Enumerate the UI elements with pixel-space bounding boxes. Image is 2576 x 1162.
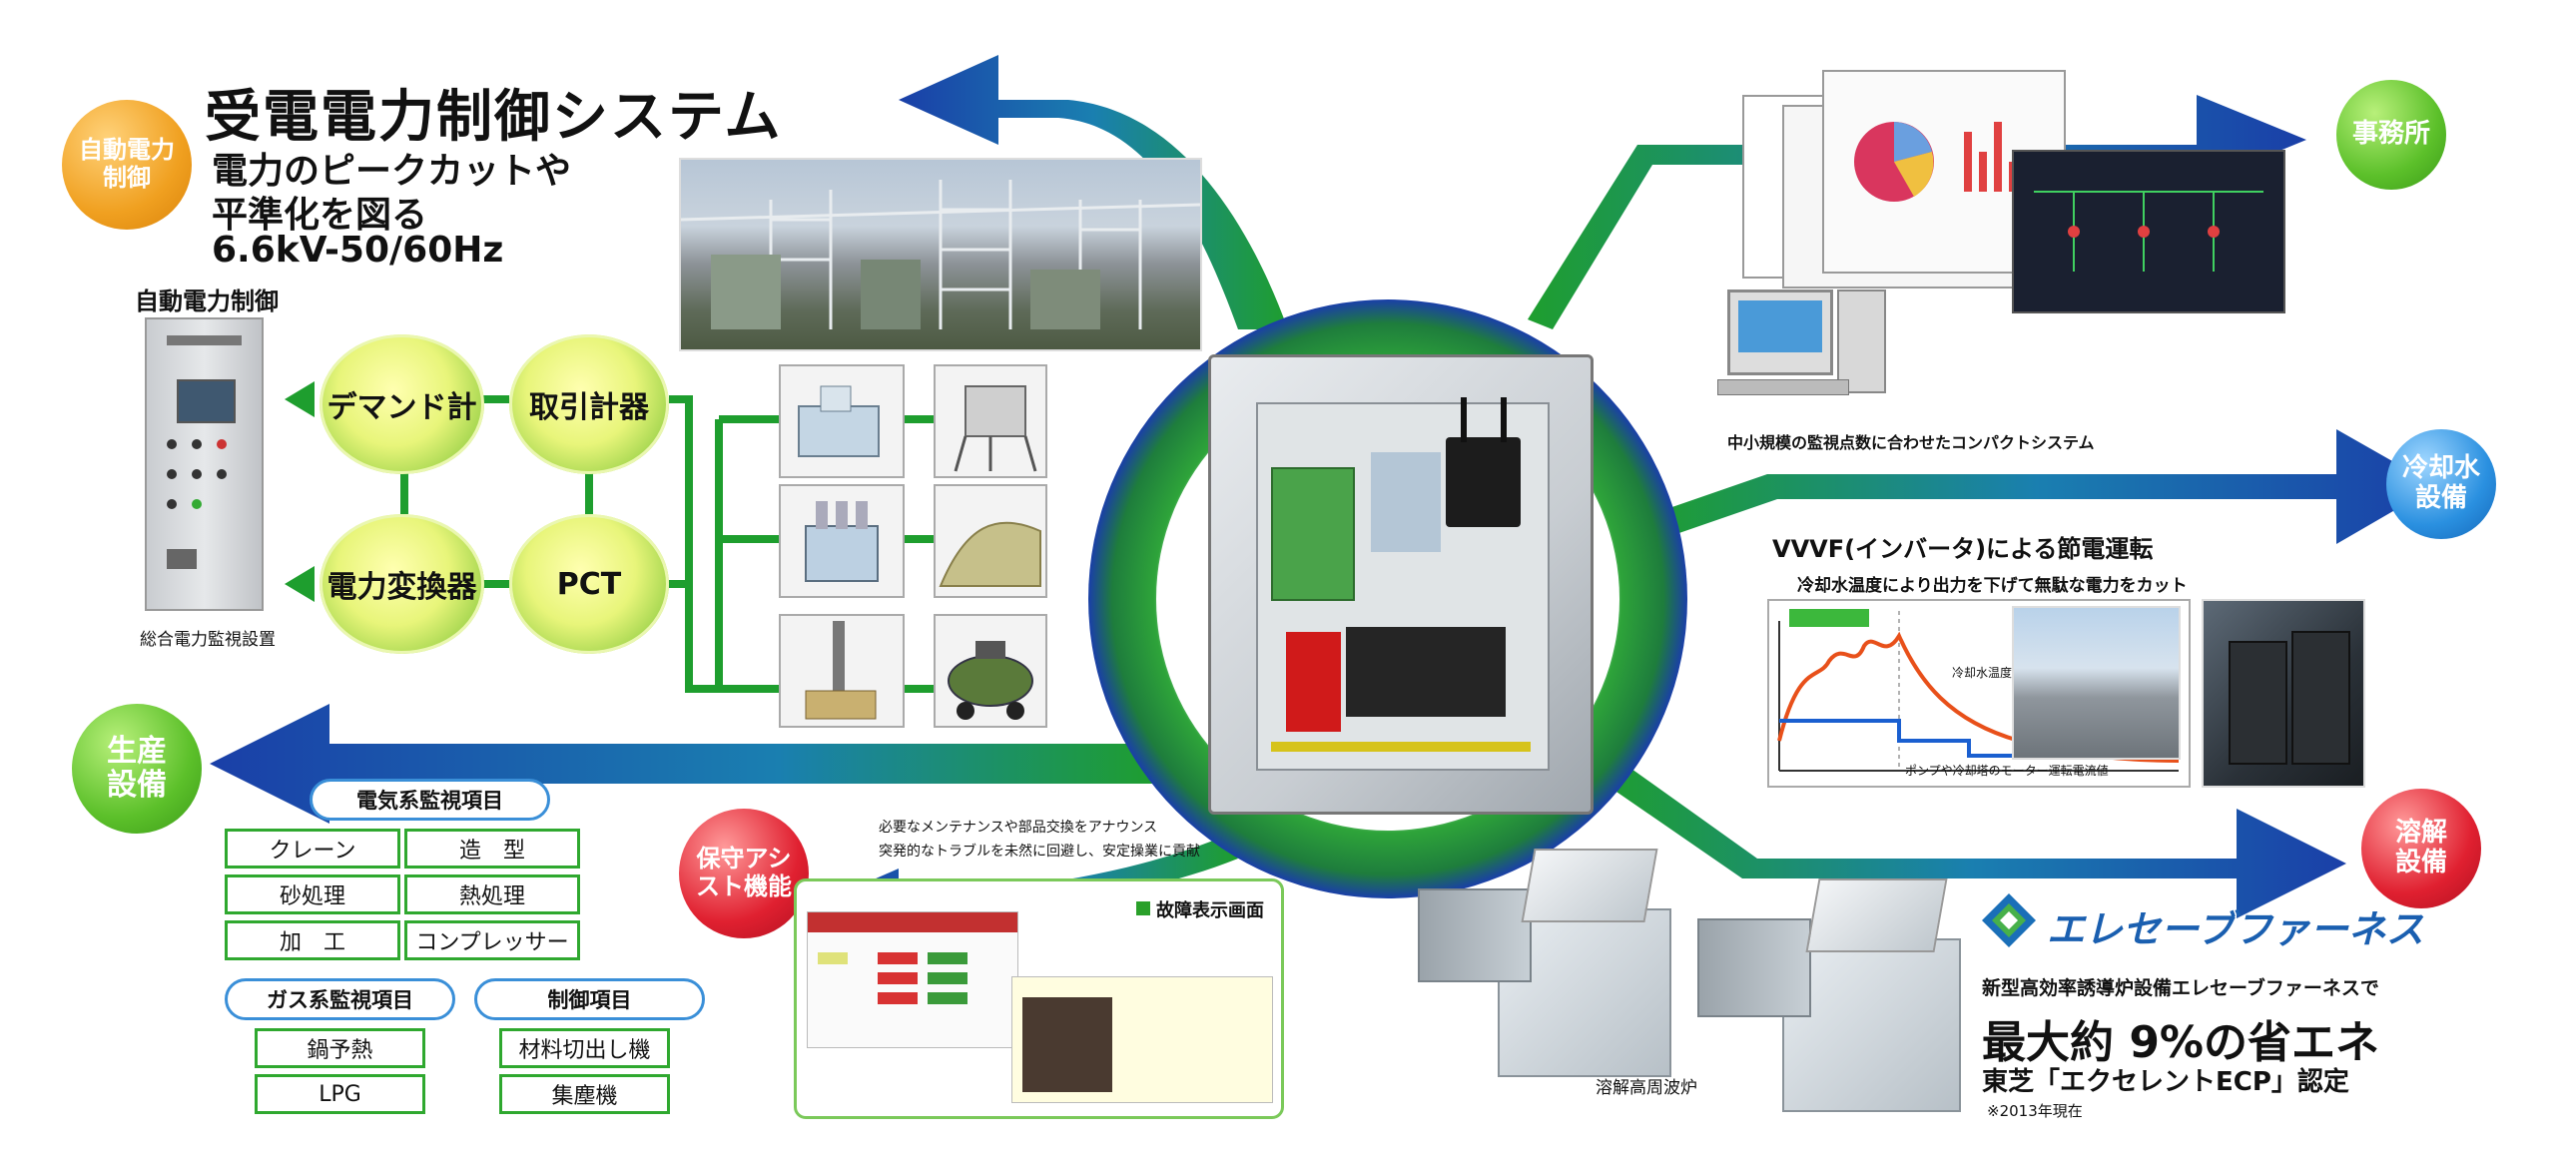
cooling-tower-photo bbox=[2012, 606, 2181, 760]
vvvf-label-motor-current: ポンプや冷却塔のモーター運転電流値 bbox=[1905, 764, 2109, 778]
maintenance-screen-frame: 故障表示画面 bbox=[794, 878, 1284, 1119]
maintenance-text-1: 必要なメンテナンスや部品交換をアナウンス bbox=[879, 820, 1158, 836]
fault-screen-title: 故障表示画面 bbox=[1156, 900, 1264, 921]
electrical-monitoring-header: 電気系監視項目 bbox=[310, 779, 550, 821]
vvvf-subtitle: 冷却水温度により出力を下げて無駄な電力をカット bbox=[1797, 576, 2188, 596]
badge-office: 事務所 bbox=[2336, 80, 2446, 190]
electrical-item-sand: 砂処理 bbox=[225, 874, 400, 914]
arrow-to-cooling bbox=[1637, 429, 2436, 544]
tree-connectors bbox=[400, 395, 934, 693]
subtitle-line-1: 電力のピークカットや bbox=[212, 151, 572, 192]
control-items-header: 制御項目 bbox=[474, 978, 705, 1020]
furnace-left bbox=[1418, 849, 1671, 1078]
furnace-caption: 溶解高周波炉 bbox=[1596, 1078, 1697, 1098]
vvvf-title: VVVF(インバータ)による節電運転 bbox=[1772, 535, 2154, 563]
panel-caption-top: 自動電力制御 bbox=[135, 288, 279, 315]
system-title: 受電電力制御システム bbox=[205, 85, 783, 150]
thumb-tower-equipment bbox=[934, 364, 1047, 478]
substation-photo bbox=[679, 158, 1202, 351]
voltage-spec: 6.6kV-50/60Hz bbox=[212, 230, 504, 271]
node-power-converter: 電力変換器 bbox=[320, 514, 484, 654]
control-item-material-feeder: 材料切出し機 bbox=[499, 1028, 670, 1068]
control-item-dust-collector: 集塵機 bbox=[499, 1074, 670, 1114]
arrowhead-converter bbox=[285, 566, 315, 602]
badge-maintenance: 保守アシスト機能 bbox=[679, 809, 809, 938]
controller-cabinet bbox=[1208, 354, 1594, 815]
arrow-to-melting bbox=[1598, 759, 2346, 918]
control-panel-cabinet bbox=[145, 317, 264, 611]
gas-item-lpg: LPG bbox=[255, 1074, 425, 1114]
gas-monitoring-header: ガス系監視項目 bbox=[225, 978, 455, 1020]
inverter-photo bbox=[2202, 599, 2365, 788]
thumb-drill bbox=[779, 614, 905, 728]
certification-note: ※2013年現在 bbox=[1987, 1102, 2083, 1120]
thumb-tank-equipment bbox=[779, 364, 905, 478]
node-transaction-meter: 取引計器 bbox=[509, 334, 669, 474]
badge-cooling: 冷却水設備 bbox=[2386, 429, 2496, 539]
arrowhead-demand bbox=[285, 381, 315, 417]
electrical-item-molding: 造 型 bbox=[404, 829, 580, 869]
panel-caption-bottom: 総合電力監視設置 bbox=[140, 630, 276, 650]
monitor-screen-stack bbox=[1742, 65, 2285, 313]
furnace-right bbox=[1697, 878, 1961, 1113]
office-pc bbox=[1717, 290, 1897, 409]
badge-auto-power: 自動電力制御 bbox=[62, 100, 192, 230]
arrow-to-production bbox=[210, 704, 1158, 824]
electrical-item-crane: クレーン bbox=[225, 829, 400, 869]
toshiba-certification: 東芝「エクセレントECP」認定 bbox=[1982, 1067, 2349, 1097]
badge-melting: 溶解設備 bbox=[2361, 789, 2481, 908]
thumb-compressor bbox=[934, 614, 1047, 728]
furnace-brand: エレセーブファーネス bbox=[2047, 907, 2424, 951]
electrical-item-heat-treatment: 熱処理 bbox=[404, 874, 580, 914]
elesave-logo-icon bbox=[1982, 893, 2036, 947]
furnace-description: 新型高効率誘導炉設備エレセーブファーネスで bbox=[1982, 977, 2379, 999]
thumb-transformer bbox=[779, 484, 905, 598]
vvvf-label-coolant-temp: 冷却水温度 bbox=[1952, 666, 2013, 680]
arrow-to-top bbox=[899, 55, 1288, 329]
energy-saving: 最大約 9%の省エネ bbox=[1982, 1017, 2380, 1068]
office-caption: 中小規模の監視点数に合わせたコンパクトシステム bbox=[1727, 433, 2095, 452]
electrical-item-compressor: コンプレッサー bbox=[404, 920, 580, 960]
maintenance-text-2: 突発的なトラブルを未然に回避し、安定操業に貢献 bbox=[879, 844, 1200, 860]
thumb-sand-pile bbox=[934, 484, 1047, 598]
gas-item-ladle-preheat: 鍋予熱 bbox=[255, 1028, 425, 1068]
electrical-item-machining: 加 工 bbox=[225, 920, 400, 960]
badge-production: 生産設備 bbox=[72, 704, 202, 834]
node-pct: PCT bbox=[509, 514, 669, 654]
subtitle-line-2: 平準化を図る bbox=[212, 195, 428, 236]
node-demand-meter: デマンド計 bbox=[320, 334, 484, 474]
